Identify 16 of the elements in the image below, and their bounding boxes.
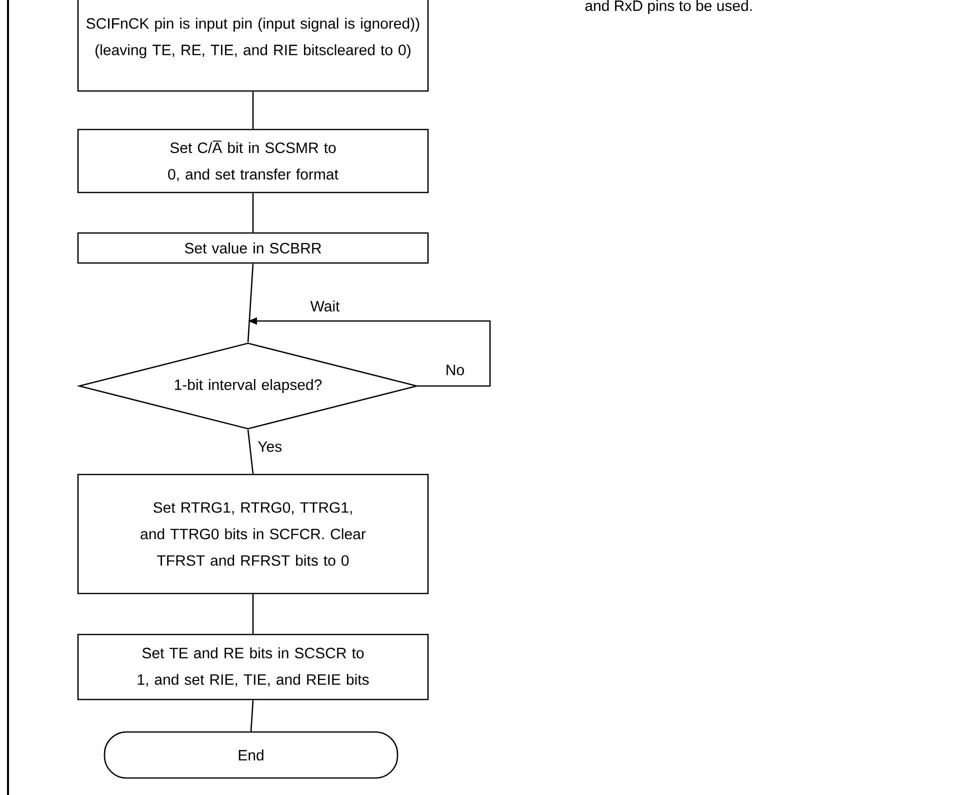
- connector-line: [252, 92, 254, 129]
- connector-line: [252, 594, 254, 634]
- connector-line: [247, 264, 254, 342]
- connector-line: [252, 193, 254, 232]
- edge-label: Yes: [256, 440, 284, 453]
- connector-line: [250, 700, 254, 732]
- note-text: Wait: [310, 300, 340, 312]
- connector-line: [247, 430, 254, 474]
- process-box: Set TE and RE bits in SCSCR to 1, and set RIE, TIE, and REIE bits: [77, 634, 429, 700]
- process-box: SCIFnCK pin is input pin (input signal is ignored)) (leaving TE, RE, TIE, and RIE bitscleared to 0): [77, 0, 429, 92]
- note-text: and RxD pins to be used.: [585, 0, 752, 14]
- edge-label: No: [444, 364, 466, 376]
- process-box: Set C/A̅ bit in SCSMR to 0, and set transfer format: [77, 128, 429, 194]
- terminal-box: End: [104, 731, 398, 779]
- process-box: Set value in SCBRR: [77, 232, 429, 264]
- process-box: Set RTRG1, RTRG0, TTRG1, and TTRG0 bits in SCFCR. Clear TFRST and RFRST bits to 0: [77, 474, 429, 594]
